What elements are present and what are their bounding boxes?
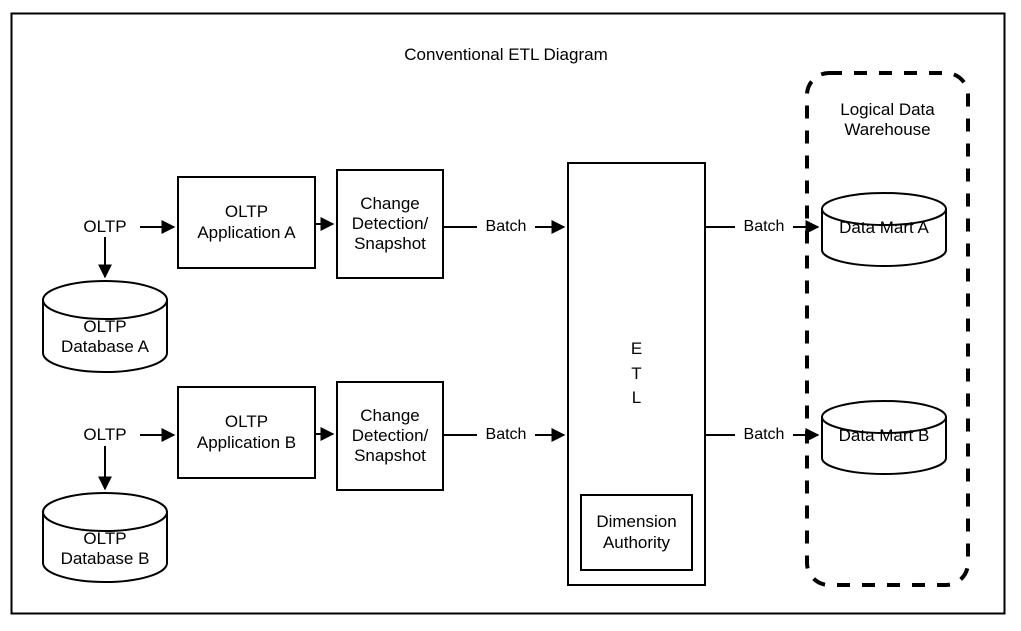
data-mart-b-cylinder (821, 400, 947, 475)
oltp-application-b-box (177, 386, 316, 479)
logical-data-warehouse-boundary (805, 71, 970, 587)
outer-frame (10, 12, 1006, 615)
data-mart-a-cylinder (821, 192, 947, 267)
change-detection-b-box (336, 381, 444, 491)
change-detection-a-box (336, 169, 444, 279)
oltp-database-b-cylinder (42, 492, 168, 583)
oltp-application-a-box (177, 176, 316, 269)
oltp-database-a-cylinder (42, 280, 168, 373)
dimension-authority-box (580, 494, 693, 571)
